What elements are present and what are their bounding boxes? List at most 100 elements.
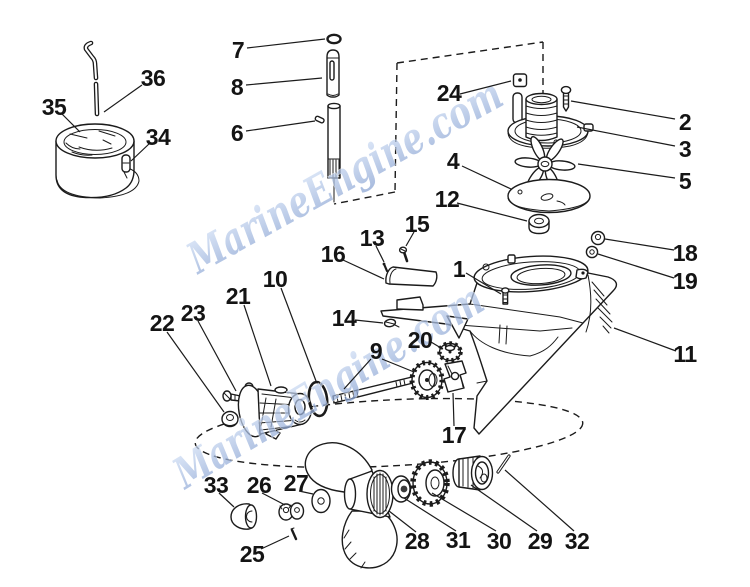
callout-27: 27 xyxy=(284,470,309,496)
leader-line-25 xyxy=(260,535,290,550)
leader-line-27 xyxy=(298,490,314,495)
callout-17: 17 xyxy=(442,422,467,448)
callout-36: 36 xyxy=(141,65,166,91)
callout-16: 16 xyxy=(321,241,346,267)
leader-line-24 xyxy=(459,80,512,95)
gearcase-housing xyxy=(380,254,618,435)
leader-line-31 xyxy=(403,497,457,532)
callout-8: 8 xyxy=(231,74,244,100)
bent-water-tube xyxy=(83,40,100,117)
leader-line-32 xyxy=(504,469,575,532)
leader-line-9 xyxy=(343,358,372,390)
callout-14: 14 xyxy=(332,305,357,331)
callout-20: 20 xyxy=(408,327,433,353)
leader-line-3 xyxy=(576,126,676,147)
forward-gear xyxy=(409,360,445,400)
callout-12: 12 xyxy=(435,186,460,212)
leader-line-16 xyxy=(342,259,385,280)
leader-line-6 xyxy=(245,120,316,132)
callout-30: 30 xyxy=(487,528,512,554)
thrust-bushing xyxy=(390,475,412,503)
retaining-pin xyxy=(496,454,511,474)
plate-screw xyxy=(398,246,409,263)
callout-2: 2 xyxy=(679,109,691,135)
callout-31: 31 xyxy=(446,527,471,553)
bearing-head xyxy=(237,382,313,440)
leader-line-29 xyxy=(470,484,538,532)
pump-drive-nut xyxy=(512,73,528,88)
leader-line-20 xyxy=(430,341,442,349)
leader-line-4 xyxy=(461,165,512,190)
callout-18: 18 xyxy=(673,240,698,266)
leader-line-17 xyxy=(452,392,455,427)
leader-line-34 xyxy=(130,142,151,162)
leader-line-15 xyxy=(405,231,415,247)
pivot-washer xyxy=(585,245,599,259)
callout-15: 15 xyxy=(405,211,430,237)
leader-line-5 xyxy=(577,163,676,179)
callout-4: 4 xyxy=(447,148,460,174)
water-intake-plate xyxy=(385,266,438,287)
retainer-clip xyxy=(383,318,400,328)
callout-24: 24 xyxy=(437,80,462,106)
leader-line-12 xyxy=(456,202,528,222)
dowel-pin xyxy=(382,262,389,273)
pump-base-plate xyxy=(507,178,591,214)
pivot-nut xyxy=(590,230,606,246)
thrust-washer xyxy=(311,488,331,514)
leader-line-9 xyxy=(381,358,415,373)
leader-line-1 xyxy=(465,272,502,295)
leader-line-23 xyxy=(197,320,237,392)
callout-32: 32 xyxy=(565,528,590,554)
callout-6: 6 xyxy=(231,120,243,146)
housing-clip xyxy=(121,154,131,179)
callout-34: 34 xyxy=(146,124,171,150)
dashed-reference-lines xyxy=(194,41,584,469)
castle-nuts xyxy=(278,502,305,521)
pump-housing-screw xyxy=(560,85,572,112)
callout-22: 22 xyxy=(150,310,175,336)
propeller xyxy=(304,442,398,569)
leader-line-7 xyxy=(246,38,326,49)
callout-35: 35 xyxy=(42,94,67,120)
callout-25: 25 xyxy=(240,541,265,567)
o-ring-top xyxy=(326,33,342,45)
leader-line-26 xyxy=(261,492,286,506)
callout-9: 9 xyxy=(370,338,382,364)
leader-line-36 xyxy=(103,84,143,113)
reverse-gear xyxy=(410,459,450,507)
leader-line-28 xyxy=(388,510,417,533)
leader-line-30 xyxy=(431,492,497,532)
leader-line-2 xyxy=(570,100,676,120)
shaft-nut xyxy=(221,410,239,428)
callout-1: 1 xyxy=(453,256,466,282)
callout-7: 7 xyxy=(232,37,244,63)
leader-line-10 xyxy=(280,287,317,382)
cotter-pin xyxy=(290,527,298,541)
callout-29: 29 xyxy=(528,528,553,554)
water-pump-housing xyxy=(507,92,594,149)
leader-line-13 xyxy=(375,245,385,263)
leader-line-22 xyxy=(166,331,225,413)
leader-line-14 xyxy=(354,319,384,324)
callout-33: 33 xyxy=(204,472,229,498)
clutch-bearing xyxy=(452,455,494,491)
callout-13: 13 xyxy=(360,225,385,251)
callout-3: 3 xyxy=(679,136,691,162)
driveshaft-lower xyxy=(314,102,341,203)
clutch-dog xyxy=(443,360,467,393)
callout-23: 23 xyxy=(181,300,206,326)
driveshaft-upper-tube xyxy=(326,49,340,98)
leader-line-35 xyxy=(61,113,81,133)
leader-line-18 xyxy=(604,238,675,251)
callout-19: 19 xyxy=(673,268,698,294)
leader-line-33 xyxy=(218,492,235,508)
callout-21: 21 xyxy=(226,283,251,309)
bearing-head-o-ring xyxy=(307,380,329,418)
leader-line-19 xyxy=(597,253,675,279)
gearcase-screw xyxy=(500,287,510,305)
driveshaft-seal-bushing xyxy=(528,213,550,235)
